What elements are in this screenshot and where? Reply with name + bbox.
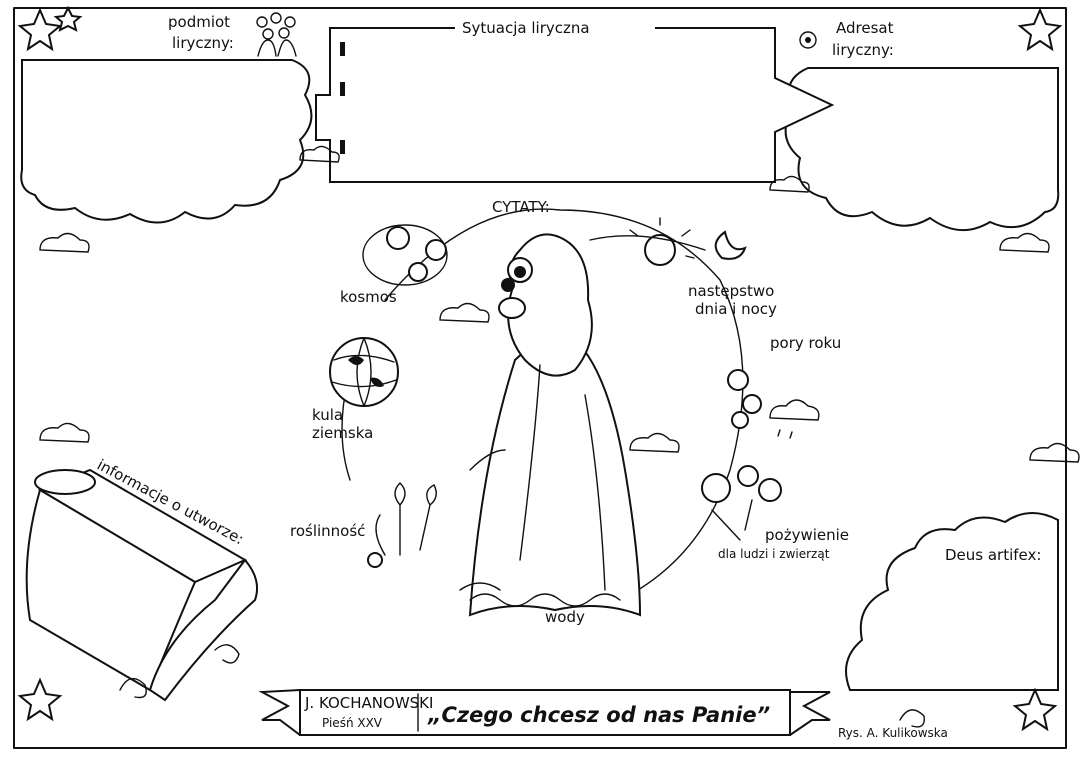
footer-banner: [258, 689, 831, 736]
song-title: „Czego chcesz od nas Panie”: [427, 703, 770, 727]
sytuacja-label: Sytuacja liryczna: [462, 19, 590, 37]
god-figure-icon: [468, 233, 642, 617]
deus-label: Deus artifex:: [945, 546, 1041, 564]
fruit-basket-icon: [701, 465, 782, 541]
flowers-icon: [727, 369, 762, 429]
deus-cloud: [845, 512, 1059, 691]
podmiot-label-line1: podmiot: [168, 13, 230, 31]
page-border: [13, 7, 1067, 749]
decor-swirls: [119, 644, 925, 728]
credit-label: Rys. A. Kulikowska: [838, 726, 948, 740]
nastepstwo-label-line1: następstwo: [688, 282, 774, 300]
kula-label-line2: ziemska: [312, 424, 373, 442]
wody-label: wody: [545, 608, 585, 626]
decor-stars: [17, 5, 1063, 732]
sun-icon: [629, 217, 695, 266]
pozywienie-label-line2: dla ludzi i zwierząt: [718, 547, 830, 561]
author-label: J. KOCHANOWSKI: [304, 694, 433, 712]
plant-icon: [367, 482, 437, 568]
nastepstwo-label-line2: dnia i nocy: [695, 300, 777, 318]
cytaty-label: CYTATY:: [492, 198, 550, 216]
sytuacja-arrow-box: [315, 27, 835, 183]
roslinnosc-label: roślinność: [290, 522, 365, 540]
moon-icon: [714, 230, 747, 260]
adresat-label-line2: liryczny:: [832, 41, 894, 59]
kosmos-label: kosmos: [340, 288, 397, 306]
kula-label-line1: kula: [312, 406, 343, 424]
rain-cloud-icon: [769, 399, 820, 439]
podmiot-label-line2: liryczny:: [172, 34, 234, 52]
adresat-label-line1: Adresat: [836, 19, 894, 37]
podmiot-cloud: [20, 59, 313, 224]
dash-marks: [340, 42, 345, 154]
sky-band: [589, 235, 706, 251]
decor-clouds: [39, 145, 1080, 463]
globe-icon: [329, 337, 399, 407]
eye-icon: [799, 31, 817, 49]
waves-icon: [459, 582, 621, 607]
adresat-cloud: [784, 67, 1060, 232]
sytuacja-title-bg: [455, 18, 655, 38]
crowd-icon: [256, 12, 297, 57]
piesn-label: Pieśń XXV: [322, 716, 383, 730]
pozywienie-label-line1: pożywienie: [765, 526, 849, 544]
scroll-icon: [25, 468, 258, 702]
pory-roku-label: pory roku: [770, 334, 841, 352]
planets-icon: [362, 224, 448, 286]
